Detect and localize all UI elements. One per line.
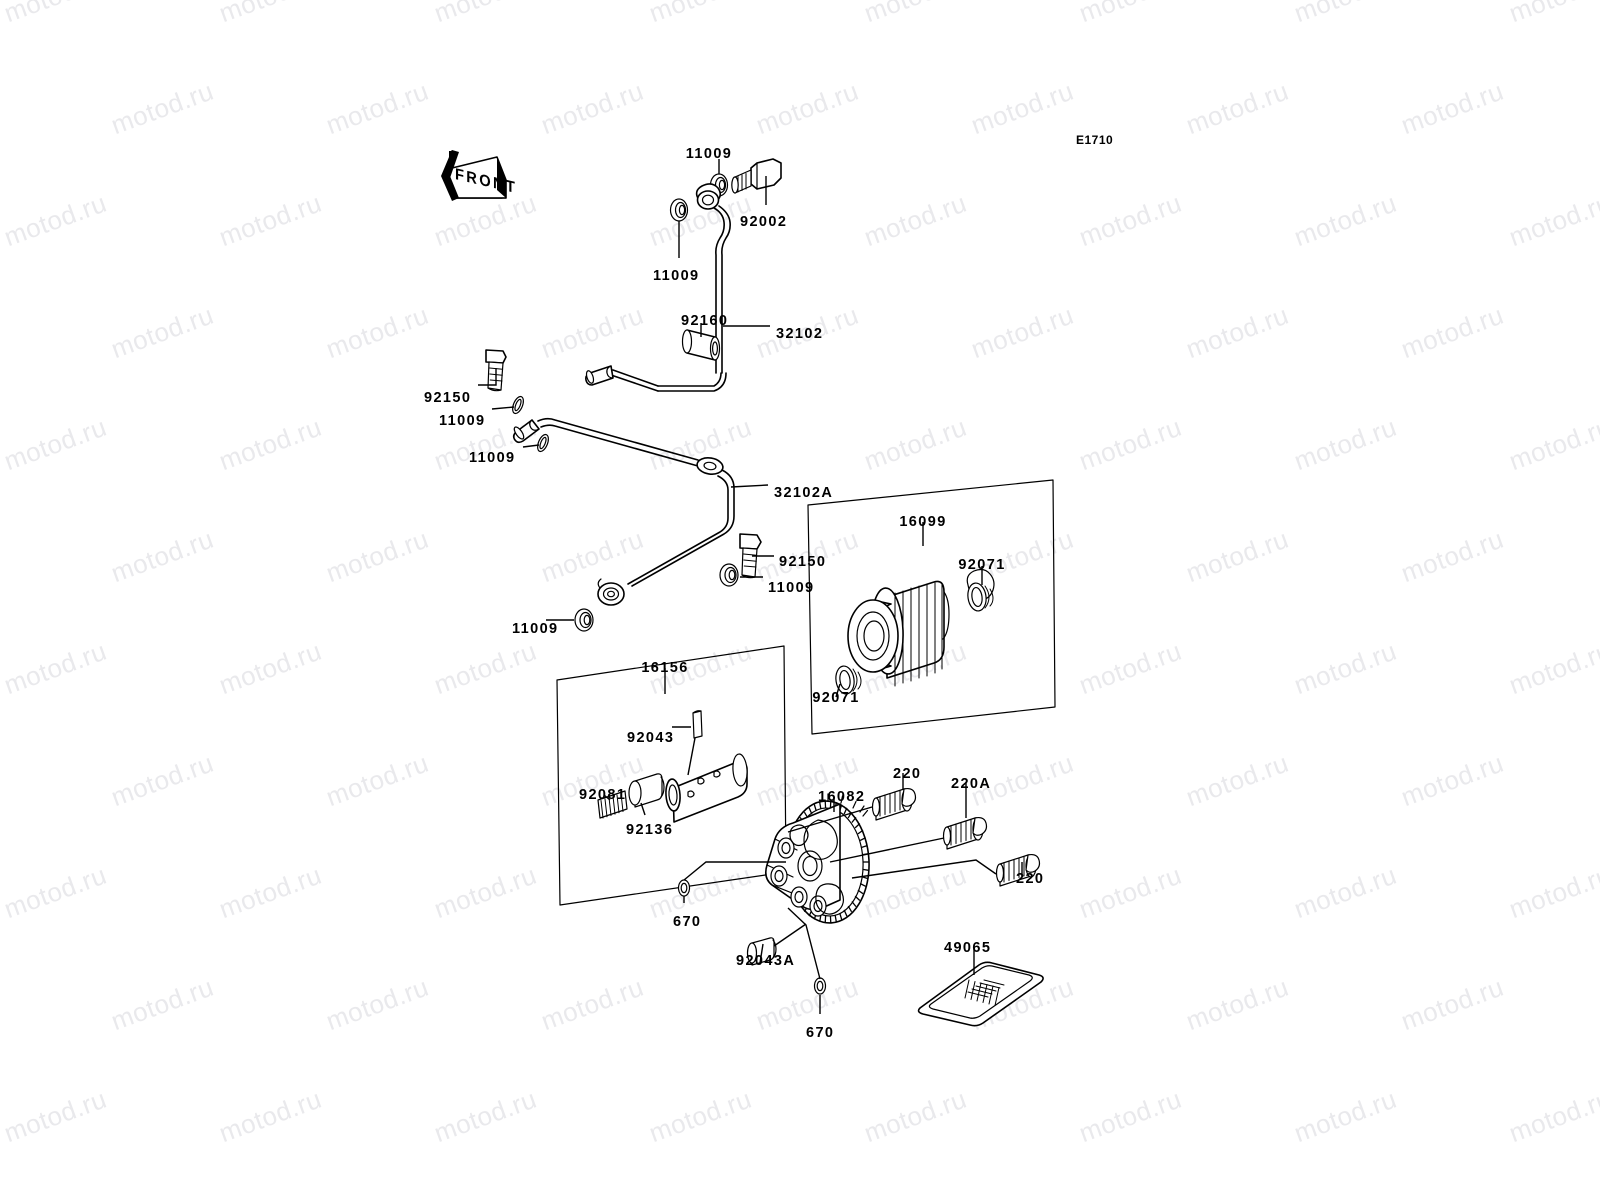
part-92002-bolt (731, 158, 782, 194)
callout-oring-92071-lower: 92071 (812, 690, 860, 706)
part-92150-bolt-upper (485, 349, 507, 392)
callout-washer-11009-lower-right: 11009 (768, 580, 815, 596)
callout-bolt-220-upper: 220 (893, 766, 922, 782)
part-220-bolt-upper (871, 787, 917, 821)
callout-spring-92081: 92081 (579, 787, 627, 803)
callout-bolt-220a: 220A (951, 776, 992, 792)
part-16082-oil-pump (765, 793, 870, 924)
part-32102a-oil-pipe (512, 417, 735, 606)
callout-bolt-92002: 92002 (740, 214, 788, 230)
part-32102-oil-pipe (585, 183, 731, 392)
callout-bolt-92150-upper: 92150 (424, 390, 472, 406)
part-16099-oil-filter-element (847, 580, 950, 687)
panel-16099-oil-filter (807, 479, 1056, 735)
callout-oil-pump-16082: 16082 (818, 789, 866, 805)
part-11009-washer-mid-a (512, 395, 524, 415)
part-670-oring-left (677, 879, 691, 897)
callout-relief-valve-kit-16156: 16156 (641, 660, 689, 676)
part-11009-washer-mid-b (537, 433, 549, 453)
part-92081-spring (597, 790, 628, 819)
callout-oring-670-left: 670 (673, 914, 702, 930)
part-49065-oil-screen (917, 961, 1044, 1027)
part-220-bolt-lower (995, 853, 1041, 887)
leader-lines (478, 159, 1023, 1014)
part-220a-bolt (942, 816, 988, 850)
callout-pin-92043a: 92043A (736, 953, 796, 969)
callout-bolt-220-lower: 220 (1016, 871, 1045, 887)
callout-pipe-oil-32102: 32102 (776, 326, 824, 342)
panel-16156-relief-valve (556, 645, 787, 906)
callout-washer-11009-top: 11009 (685, 146, 733, 162)
callout-washer-11009-mid-a: 11009 (439, 413, 486, 429)
callout-washer-11009-upper-left: 11009 (653, 268, 700, 284)
callout-oil-screen-49065: 49065 (944, 940, 992, 956)
callout-tube-92160: 92160 (681, 313, 729, 329)
part-11009-washer-bottom-left (574, 608, 594, 632)
part-92136-collar (628, 773, 665, 808)
part-92043a-pin (746, 937, 777, 966)
callout-pin-92043: 92043 (627, 730, 675, 746)
callout-oring-670-bottom: 670 (806, 1025, 835, 1041)
part-92043-pin (692, 710, 703, 739)
callout-oil-filter-kit-16099: 16099 (899, 514, 947, 530)
callout-collar-92136: 92136 (626, 822, 674, 838)
part-92160-tube (681, 329, 721, 361)
callout-bolt-92150-lower: 92150 (779, 554, 827, 570)
part-92071-oring-upper (966, 568, 995, 612)
part-11009-washer-upper-left (669, 198, 689, 222)
part-16156-relief-valve-body (665, 753, 748, 823)
callout-pipe-oil-32102a: 32102A (774, 485, 834, 501)
callout-oring-92071-upper: 92071 (958, 557, 1006, 573)
front-arrow-marker: FRONT (441, 150, 517, 201)
callout-washer-11009-bottom-left: 11009 (512, 621, 559, 637)
part-670-oring-bottom (813, 977, 827, 995)
part-92071-oring-lower (835, 665, 862, 695)
diagram-code: E1710 (1076, 133, 1114, 147)
callout-washer-11009-mid-b: 11009 (469, 450, 516, 466)
part-11009-washer-lower-right (719, 563, 739, 587)
